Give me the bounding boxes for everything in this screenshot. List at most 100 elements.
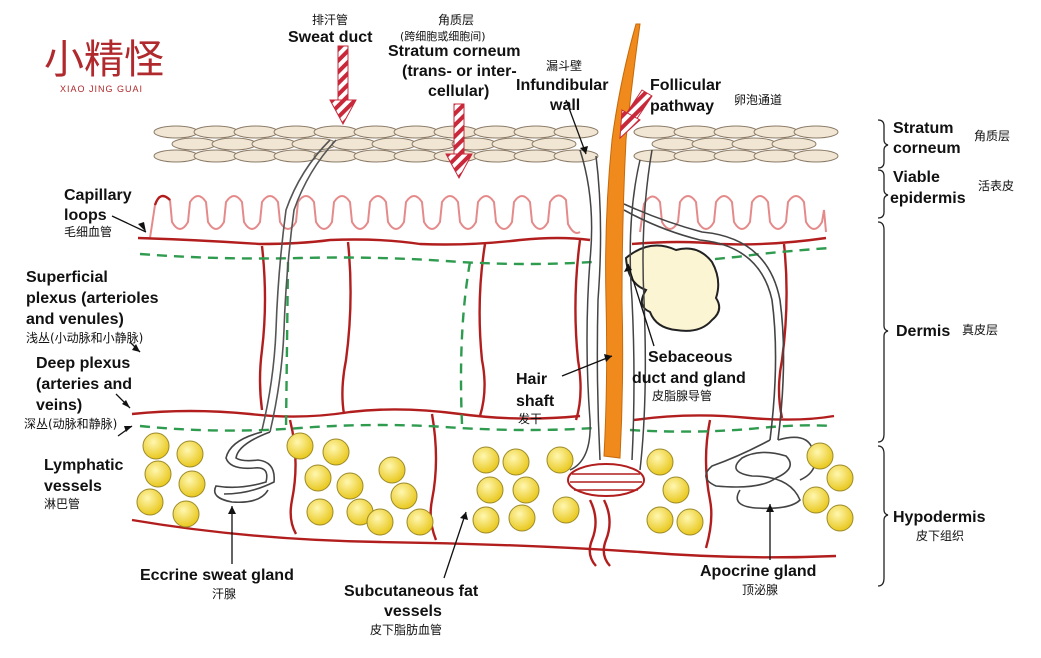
logo-chinese: 小精怪 [44, 37, 164, 83]
fat-cell [366, 508, 394, 536]
fat-cell [142, 432, 170, 460]
layer-viable-zh: 活表皮 [978, 179, 1014, 193]
eccrine-label-zh: 汗腺 [212, 587, 236, 601]
lymphatic-label-zh: 淋巴管 [44, 496, 80, 511]
fat-cell [378, 456, 406, 484]
follicular-label-en-2: pathway [650, 98, 714, 115]
layer-stratum-zh: 角质层 [974, 129, 1010, 143]
fat-cell [662, 476, 690, 504]
fat-cell [676, 508, 704, 536]
corneocyte [153, 125, 199, 139]
infundibular-label-en-1: Infundibular [516, 77, 608, 94]
dermal-papillae-line-right [639, 195, 827, 233]
hair-bulb-lines [570, 473, 642, 491]
pointer-arrowheads [122, 146, 774, 520]
lymphatic-label-en-1: Lymphatic [44, 457, 124, 474]
corneocyte [473, 125, 519, 139]
logo-english: XIAO JING GUAI [60, 84, 143, 94]
fat-cell [552, 496, 580, 524]
fat-cell [476, 476, 504, 504]
fat-cell [826, 464, 854, 492]
corneocyte [313, 149, 359, 163]
labels: 排汗管 Sweat duct 角质层 (跨细胞或细胞间) Stratum cor… [24, 12, 1014, 637]
follicular-label-en-1: Follicular [650, 77, 721, 94]
fat-cell [472, 506, 500, 534]
corneocyte [793, 149, 839, 163]
stratum-corneum-cells [153, 125, 839, 163]
corneocyte [393, 125, 439, 139]
corneocyte [233, 125, 279, 139]
fat-cell [178, 470, 206, 498]
fat-cells [136, 432, 854, 536]
eccrine-gland-coil [213, 431, 275, 504]
corneocyte [273, 149, 319, 163]
corneocyte [513, 125, 559, 139]
fat-cell [176, 440, 204, 468]
follicular-label-zh: 卵泡通道 [734, 93, 782, 107]
layer-viable-en-1: Viable [893, 169, 940, 186]
corneocyte [251, 137, 297, 151]
fat-cell [802, 486, 830, 514]
capillary-label-en-2: loops [64, 207, 107, 224]
corneocyte [553, 149, 599, 163]
corneocyte [651, 137, 697, 151]
layer-hypodermis-en: Hypodermis [893, 509, 986, 526]
corneocyte [473, 149, 519, 163]
fat-cell [406, 508, 434, 536]
corneocyte [273, 125, 319, 139]
stratum-corneum-arrow [445, 103, 473, 180]
corneocyte [691, 137, 737, 151]
stratum-top-label-en-1: Stratum corneum [388, 43, 520, 60]
apocrine-label-zh: 顶泌腺 [742, 583, 778, 597]
corneocyte [393, 149, 439, 163]
corneocyte [153, 149, 199, 163]
corneocyte [371, 137, 417, 151]
logo: 小精怪 XIAO JING GUAI [44, 37, 164, 94]
capillary-label-zh: 毛细血管 [64, 224, 112, 239]
fat-cell [512, 476, 540, 504]
deep-label-en-3: veins) [36, 397, 82, 414]
sweat-duct-label-en: Sweat duct [288, 29, 373, 46]
fat-cell [136, 488, 164, 516]
corneocyte [531, 137, 577, 151]
fat-cell [806, 442, 834, 470]
fat-cell [172, 500, 200, 528]
fat-cell [502, 448, 530, 476]
sweat-duct-label-zh: 排汗管 [312, 12, 348, 27]
fat-cell [336, 472, 364, 500]
superficial-label-zh: 浅丛(小动脉和小静脉) [26, 330, 143, 345]
corneocyte [353, 125, 399, 139]
layer-dermis-en: Dermis [896, 323, 950, 340]
layer-viable-en-2: epidermis [890, 190, 966, 207]
corneocyte [353, 149, 399, 163]
deep-label-zh: 深丛(动脉和静脉) [24, 416, 117, 431]
corneocyte [771, 137, 817, 151]
corneocyte [713, 149, 759, 163]
layer-stratum-en-1: Stratum [893, 120, 953, 137]
hair-follicle [569, 149, 653, 471]
pointer-lines [111, 99, 771, 579]
hair-bulb [567, 463, 645, 497]
corneocyte [491, 137, 537, 151]
sweat-duct-arrow [329, 45, 357, 126]
corneocyte [513, 149, 559, 163]
fat-cell [546, 446, 574, 474]
corneocyte [673, 149, 719, 163]
fat-cell [304, 464, 332, 492]
layer-stratum-en-2: corneum [893, 140, 961, 157]
hair-label-zh: 发干 [518, 411, 542, 426]
eccrine-duct [261, 139, 337, 433]
apocrine-label-en: Apocrine gland [700, 563, 816, 580]
corneocyte [193, 149, 239, 163]
subcutaneous-label-en-2: vessels [384, 603, 442, 620]
fat-cell [286, 432, 314, 460]
stratum-top-label-zh-sub: (跨细胞或细胞间) [400, 30, 486, 43]
fat-cell [322, 438, 350, 466]
hair-shaft [603, 23, 641, 459]
corneocyte [171, 137, 217, 151]
fat-cell [508, 504, 536, 532]
fat-cell [390, 482, 418, 510]
follicular-arrow [619, 89, 653, 140]
deep-label-en-1: Deep plexus [36, 355, 130, 372]
